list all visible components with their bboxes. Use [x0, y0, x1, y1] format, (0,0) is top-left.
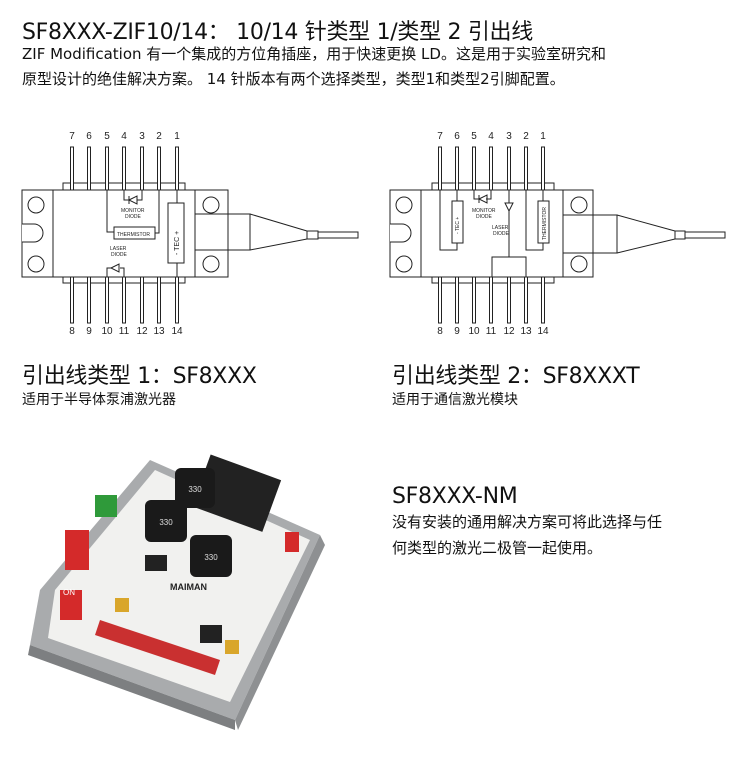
pin-top [438, 146, 442, 191]
pin-bottom [122, 276, 126, 324]
pin-number-bottom: 12 [503, 326, 515, 337]
pin-bottom [140, 276, 144, 324]
driver-board-photo: ON 330 330 330 MAIMAN [28, 454, 325, 730]
pin-top [105, 146, 109, 191]
pin-bottom [507, 276, 511, 324]
type2-title: 引出线类型 2：SF8XXXT [392, 364, 640, 389]
pin-number-top: 5 [471, 131, 477, 142]
tec-label: - TEC + [455, 217, 461, 234]
pin-number-bottom: 9 [454, 326, 460, 337]
pin-number-top: 6 [86, 131, 92, 142]
laser-label: LASER [110, 246, 127, 252]
dip-on-label: ON [63, 588, 75, 597]
type1-subtitle: 适用于半导体泵浦激光器 [22, 392, 176, 408]
pin-bottom [175, 276, 179, 324]
pin-bottom [524, 276, 528, 324]
nm-title: SF8XXX-NM [392, 484, 518, 509]
pin-number-bottom: 12 [136, 326, 148, 337]
pin-bottom [489, 276, 493, 324]
pin-top [541, 146, 545, 191]
pin-number-top: 3 [506, 131, 512, 142]
pin-number-bottom: 10 [101, 326, 113, 337]
pin-bottom [438, 276, 442, 324]
pin-top [455, 146, 459, 191]
pin-bottom [87, 276, 91, 324]
pin-number-bottom: 11 [119, 326, 130, 337]
nm-line-2: 何类型的激光二极管一起使用。 [392, 539, 603, 557]
laser-label: LASER [492, 225, 509, 231]
page-title: SF8XXX-ZIF10/14： 10/14 针类型 1/类型 2 引出线 [22, 20, 533, 45]
pin-top [175, 146, 179, 191]
pin-number-bottom: 8 [437, 326, 443, 337]
inductor-label: 330 [188, 485, 202, 494]
pin-top [524, 146, 528, 191]
laser-diode-label: DIODE [111, 252, 128, 258]
pin-number-top: 7 [69, 131, 75, 142]
monitor-diode-label: DIODE [125, 214, 142, 220]
pin-bottom [70, 276, 74, 324]
inductor-label: 330 [204, 553, 218, 562]
pin-number-top: 7 [437, 131, 443, 142]
pin-number-bottom: 14 [171, 326, 183, 337]
description-line-1: ZIF Modification 有一个集成的方位角插座，用于快速更换 LD。这… [22, 45, 606, 63]
inductor-label: 330 [159, 518, 173, 527]
pin-number-bottom: 13 [520, 326, 532, 337]
pinout-diagram-type2: MONITOR DIODE LASER DIODE THERMISTOR - T… [389, 131, 726, 337]
pin-number-bottom: 14 [537, 326, 549, 337]
pin-bottom [105, 276, 109, 324]
pin-number-top: 6 [454, 131, 460, 142]
pin-top [70, 146, 74, 191]
laser-diode-label: DIODE [493, 231, 510, 237]
pin-number-bottom: 10 [468, 326, 480, 337]
pin-top [140, 146, 144, 191]
monitor-label: MONITOR [472, 208, 496, 214]
pin-top [122, 146, 126, 191]
pin-number-top: 3 [139, 131, 145, 142]
monitor-label: MONITOR [121, 208, 145, 214]
pin-bottom [541, 276, 545, 324]
pin-number-top: 4 [488, 131, 494, 142]
pin-number-top: 5 [104, 131, 110, 142]
pin-number-top: 4 [121, 131, 127, 142]
thermistor-label: THERMISTOR [117, 232, 150, 238]
pin-number-top: 2 [523, 131, 529, 142]
pin-top [472, 146, 476, 191]
pin-number-bottom: 9 [86, 326, 92, 337]
thermistor-label: THERMISTOR [542, 207, 548, 240]
type1-title: 引出线类型 1：SF8XXX [22, 364, 257, 389]
pin-number-top: 1 [174, 131, 180, 142]
pin-bottom [455, 276, 459, 324]
pin-bottom [157, 276, 161, 324]
pin-bottom [472, 276, 476, 324]
tec-label: - TEC + [174, 231, 181, 255]
pin-top [489, 146, 493, 191]
nm-line-1: 没有安装的通用解决方案可将此选择与任 [392, 513, 663, 531]
type2-subtitle: 适用于通信激光模块 [392, 392, 518, 408]
brand-logo: MAIMAN [170, 582, 207, 592]
pin-top [87, 146, 91, 191]
pin-number-bottom: 11 [486, 326, 497, 337]
monitor-diode-label: DIODE [476, 214, 493, 220]
pin-number-bottom: 13 [153, 326, 165, 337]
pin-number-bottom: 8 [69, 326, 75, 337]
description-line-2: 原型设计的绝佳解决方案。 14 针版本有两个选择类型，类型1和类型2引脚配置。 [22, 70, 565, 88]
pin-number-top: 2 [156, 131, 162, 142]
pin-number-top: 1 [540, 131, 546, 142]
pin-top [507, 146, 511, 191]
pin-top [157, 146, 161, 191]
pinout-diagram-type1: MONITOR DIODE THERMISTOR LASER DIODE - T… [21, 131, 359, 337]
